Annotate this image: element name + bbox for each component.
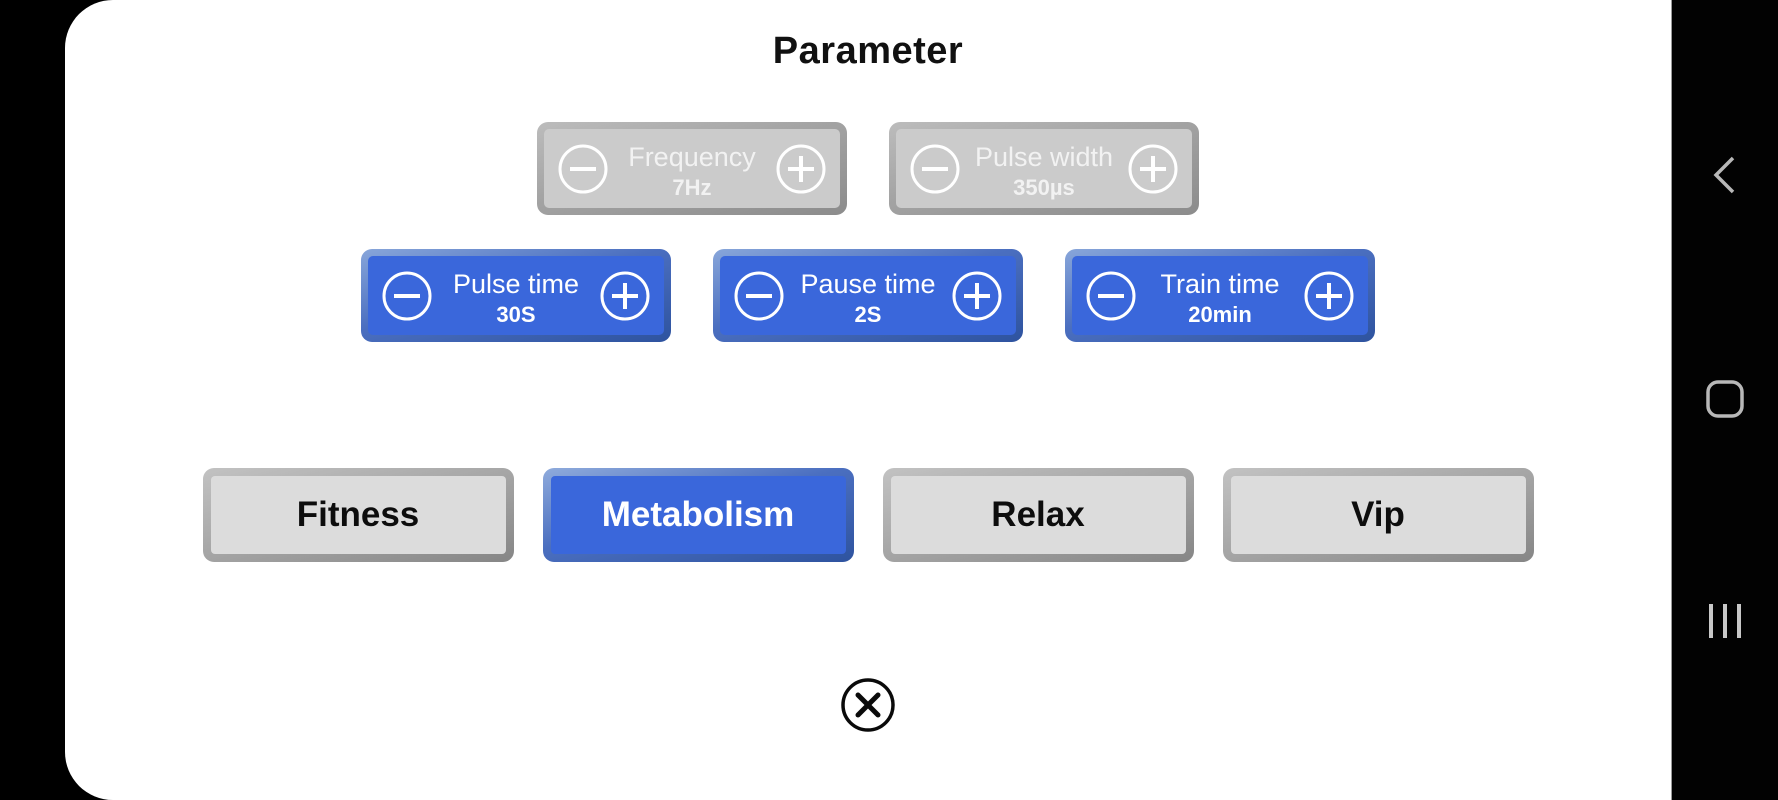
home-button[interactable] [1690, 364, 1760, 434]
navigation-bar [1671, 0, 1778, 800]
param-label: Train time [1160, 269, 1280, 300]
minus-circle-icon [910, 144, 960, 193]
mode-vip-button[interactable]: Vip [1222, 468, 1534, 562]
minus-circle-icon [382, 271, 432, 320]
param-value: 7Hz [672, 175, 712, 201]
frequency-minus-button[interactable] [556, 142, 610, 196]
param-value: 2S [854, 302, 882, 328]
enabled-parameters-row: Pulse time 30S [65, 249, 1671, 342]
mode-fitness-button[interactable]: Fitness [202, 468, 514, 562]
pulse-time-minus-button[interactable] [380, 269, 434, 323]
mode-label: Metabolism [550, 476, 846, 554]
close-button[interactable] [838, 676, 898, 736]
disabled-parameters-row: Frequency 7Hz [65, 122, 1671, 215]
param-label: Pulse width [974, 142, 1114, 173]
pulse-width-plus-button[interactable] [1126, 142, 1180, 196]
param-label: Frequency [628, 142, 756, 173]
mode-label: Vip [1230, 476, 1526, 554]
param-label: Pause time [800, 269, 936, 300]
mode-buttons-row: Fitness Metabolism Relax Vip [65, 468, 1671, 562]
minus-circle-icon [1086, 271, 1136, 320]
train-time-plus-button[interactable] [1302, 269, 1356, 323]
param-value: 20min [1188, 302, 1252, 328]
back-chevron-icon [1713, 156, 1735, 194]
plus-circle-icon [776, 144, 826, 193]
page-title: Parameter [772, 30, 964, 72]
param-pulse-time: Pulse time 30S [361, 249, 671, 342]
plus-circle-icon [1128, 144, 1178, 193]
pause-time-plus-button[interactable] [950, 269, 1004, 323]
param-value: 30S [496, 302, 536, 328]
frequency-plus-button[interactable] [774, 142, 828, 196]
home-square-icon [1706, 380, 1744, 418]
mode-label: Relax [890, 476, 1186, 554]
param-frequency: Frequency 7Hz [537, 122, 847, 215]
recents-bars-icon [1709, 604, 1741, 638]
recents-button[interactable] [1690, 586, 1760, 656]
param-pulse-width: Pulse width 350µs [889, 122, 1199, 215]
close-circle-icon [841, 678, 895, 732]
plus-circle-icon [1304, 271, 1354, 320]
mode-label: Fitness [210, 476, 506, 554]
plus-circle-icon [600, 271, 650, 320]
minus-circle-icon [558, 144, 608, 193]
mode-metabolism-button[interactable]: Metabolism [542, 468, 854, 562]
param-value: 350µs [1013, 175, 1075, 201]
param-pause-time: Pause time 2S [713, 249, 1023, 342]
param-train-time: Train time 20min [1065, 249, 1375, 342]
plus-circle-icon [952, 271, 1002, 320]
minus-circle-icon [734, 271, 784, 320]
param-label: Pulse time [452, 269, 580, 300]
parameter-panel: Parameter Frequency 7Hz [65, 0, 1671, 800]
mode-relax-button[interactable]: Relax [882, 468, 1194, 562]
pulse-width-minus-button[interactable] [908, 142, 962, 196]
pause-time-minus-button[interactable] [732, 269, 786, 323]
train-time-minus-button[interactable] [1084, 269, 1138, 323]
back-button[interactable] [1690, 140, 1760, 210]
pulse-time-plus-button[interactable] [598, 269, 652, 323]
